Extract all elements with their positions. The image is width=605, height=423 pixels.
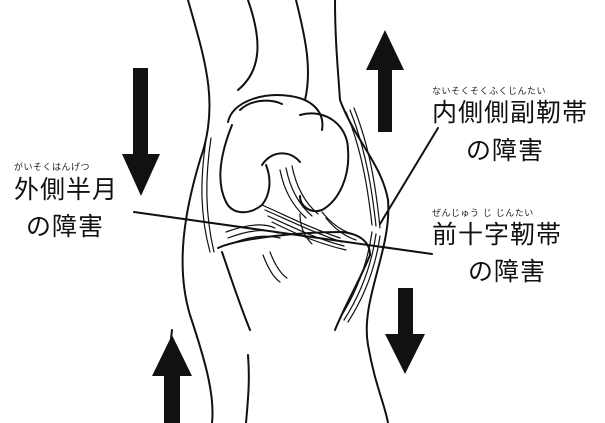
mcl-ruby: ないそくそくふくじんたい <box>432 88 546 97</box>
lateral-meniscus-label-line1: 外側半月 <box>14 177 118 202</box>
lateral-meniscus-label-line2: の障害 <box>26 214 104 239</box>
lower-right-arrow <box>385 288 425 374</box>
acl-label-line1: 前十字靭帯 <box>432 222 562 247</box>
acl-label-line2: の障害 <box>468 259 546 284</box>
upper-right-arrow <box>366 30 404 132</box>
lateral-meniscus-ruby: がいそくはんげつ <box>14 164 90 173</box>
acl-ruby: ぜんじゅう じ じんたい <box>432 210 534 219</box>
mcl-label-line2: の障害 <box>466 138 544 163</box>
lower-left-arrow <box>152 335 192 423</box>
mcl-label-line1: 内側側副靭帯 <box>432 100 588 125</box>
femur-condyles <box>220 95 348 212</box>
upper-left-arrow <box>122 68 160 196</box>
leader-line-mcl <box>380 128 438 224</box>
